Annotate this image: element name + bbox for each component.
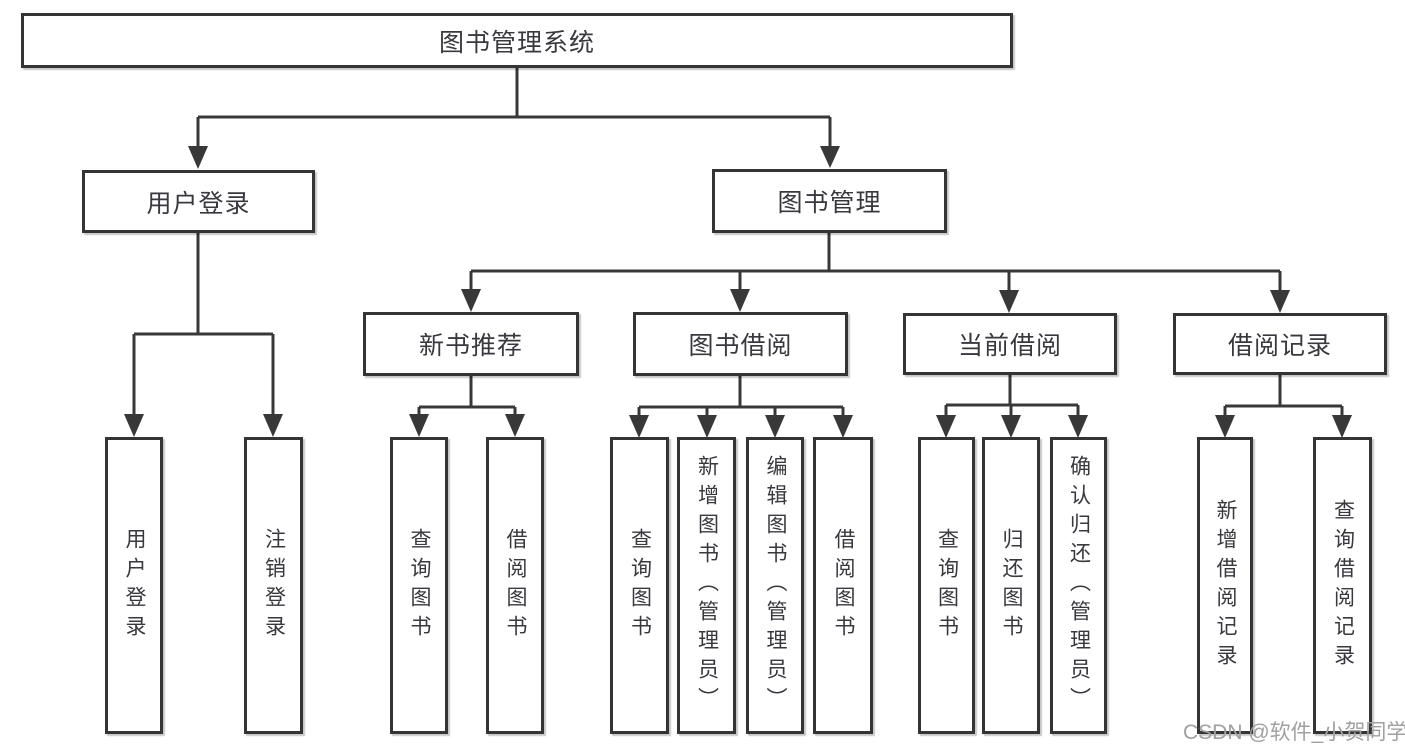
leaf-user-login: 用户登录 bbox=[105, 437, 163, 734]
leaf-add-borrow-record: 新增借阅记录 bbox=[1197, 437, 1253, 734]
node-book-management: 图书管理 bbox=[712, 169, 947, 233]
arrow-down-icon bbox=[409, 414, 429, 437]
leaf-current-query-books: 查询图书 bbox=[918, 437, 975, 734]
arrow-down-icon bbox=[730, 289, 750, 312]
connector-book-borrow-to-leaves bbox=[629, 376, 853, 438]
leaf-label: 查询图书 bbox=[408, 527, 431, 644]
leaf-label: 查询借阅记录 bbox=[1331, 498, 1355, 673]
connector-book-mgmt-to-level3 bbox=[461, 233, 1290, 313]
node-label: 图书管理 bbox=[777, 189, 882, 217]
leaf-label: 归还图书 bbox=[1000, 527, 1023, 644]
arrow-down-icon bbox=[1332, 415, 1352, 438]
arrow-down-icon bbox=[833, 415, 853, 438]
node-current-borrowing: 当前借阅 bbox=[903, 313, 1117, 375]
leaf-label: 借阅图书 bbox=[832, 527, 855, 644]
leaf-borrowing-borrow-books: 借阅图书 bbox=[813, 437, 873, 734]
connector-user-login-to-leaves bbox=[124, 233, 283, 437]
leaf-current-confirm-return-admin: 确认归还（管理员） bbox=[1050, 437, 1107, 734]
leaf-label: 查询图书 bbox=[935, 527, 959, 644]
node-label: 当前借阅 bbox=[957, 332, 1062, 360]
node-borrowing-records: 借阅记录 bbox=[1173, 313, 1387, 375]
arrow-down-icon bbox=[263, 414, 283, 437]
connector-records-to-leaves bbox=[1215, 375, 1352, 438]
arrow-down-icon bbox=[1068, 415, 1088, 438]
leaf-query-borrow-record: 查询借阅记录 bbox=[1313, 437, 1372, 734]
arrow-down-icon bbox=[999, 290, 1019, 313]
leaf-label: 新增图书（管理员） bbox=[695, 455, 719, 716]
leaf-borrowing-query-books: 查询图书 bbox=[610, 437, 669, 734]
connector-new-book-to-leaves bbox=[409, 376, 525, 437]
node-label: 新书推荐 bbox=[418, 332, 523, 360]
csdn-watermark: CSDN @软件_小贺同学 bbox=[1183, 721, 1405, 744]
connector-root-to-level2 bbox=[188, 68, 840, 169]
leaf-label: 确认归还（管理员） bbox=[1067, 455, 1091, 716]
arrow-down-icon bbox=[629, 415, 649, 438]
leaf-label: 用户登录 bbox=[123, 527, 146, 644]
node-label: 用户登录 bbox=[146, 189, 251, 218]
leaf-borrowing-add-books-admin: 新增图书（管理员） bbox=[677, 437, 736, 734]
leaf-recommend-borrow-books: 借阅图书 bbox=[486, 437, 544, 734]
leaf-label: 新增借阅记录 bbox=[1214, 498, 1237, 673]
arrow-down-icon bbox=[188, 146, 208, 169]
arrow-down-icon bbox=[820, 146, 840, 168]
leaf-label: 编辑图书（管理员） bbox=[764, 455, 787, 716]
connector-current-borrow-to-leaves bbox=[936, 375, 1088, 438]
node-user-login: 用户登录 bbox=[82, 170, 315, 233]
leaf-borrowing-edit-books-admin: 编辑图书（管理员） bbox=[746, 437, 804, 734]
node-library-management-system: 图书管理系统 bbox=[21, 13, 1013, 68]
node-label: 图书借阅 bbox=[688, 332, 793, 360]
arrow-down-icon bbox=[124, 414, 144, 437]
leaf-recommend-query-books: 查询图书 bbox=[390, 437, 448, 734]
leaf-label: 注销登录 bbox=[262, 527, 286, 644]
arrow-down-icon bbox=[936, 415, 956, 438]
node-label: 图书管理系统 bbox=[438, 28, 595, 57]
arrow-down-icon bbox=[765, 415, 785, 438]
node-book-borrowing: 图书借阅 bbox=[633, 312, 848, 376]
leaf-logout: 注销登录 bbox=[244, 437, 303, 734]
leaf-label: 借阅图书 bbox=[504, 527, 527, 644]
arrow-down-icon bbox=[697, 415, 717, 438]
arrow-down-icon bbox=[1001, 415, 1021, 438]
node-label: 借阅记录 bbox=[1227, 332, 1332, 360]
node-new-book-recommend: 新书推荐 bbox=[363, 312, 579, 376]
arrow-down-icon bbox=[1215, 415, 1235, 438]
arrow-down-icon bbox=[505, 414, 525, 437]
arrow-down-icon bbox=[1270, 290, 1290, 313]
leaf-current-return-books: 归还图书 bbox=[982, 437, 1040, 734]
arrow-down-icon bbox=[461, 289, 481, 312]
leaf-label: 查询图书 bbox=[628, 527, 652, 644]
